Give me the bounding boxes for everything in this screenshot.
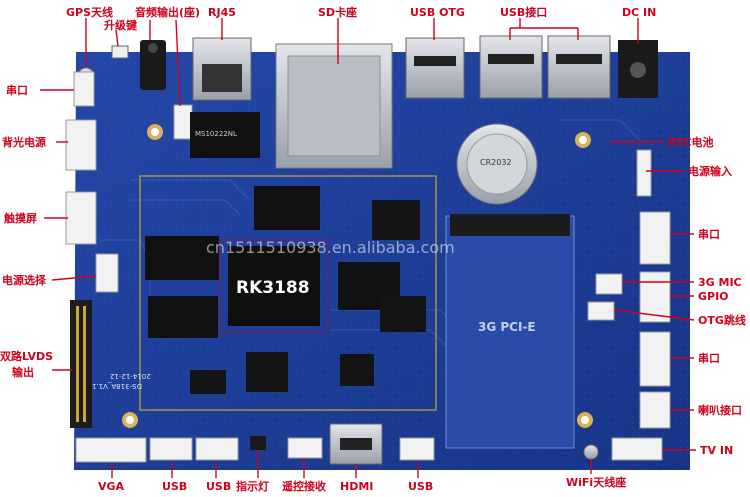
label-audio-out: 音频输出(座) [135,6,201,19]
leader-lines [40,18,696,478]
ir-receiver [287,437,323,459]
serial-connector-2 [639,211,671,265]
backlight-connector [65,119,97,171]
usb-port-1 [479,35,543,99]
label-usb-bottom-2: USB [206,480,232,493]
wifi-antenna-connector [583,444,599,460]
usb-header-2 [195,437,239,461]
label-serial-3: 串口 [698,352,720,365]
label-usb-bottom-1: USB [162,480,188,493]
audio-header [173,104,193,140]
date-label: 2014-12-12 [110,372,151,380]
label-gps-antenna: GPS天线 [66,6,114,19]
mount-hole [126,416,134,424]
ram-chip [145,236,219,280]
label-upgrade-key: 升级键 [104,19,137,32]
label-otg-jumper: OTG跳线 [698,314,746,327]
usb-header-3 [399,437,435,461]
label-backlight-power: 背光电源 [2,136,46,149]
touch-connector [65,191,97,245]
flash-chip [254,186,320,230]
label-usb-otg: USB OTG [410,6,465,19]
power-input-header [636,149,652,197]
ic-chip [340,354,374,386]
usb-header-1 [149,437,193,461]
ic-chip [380,296,426,332]
ic-chip [190,370,226,394]
speaker-connector [639,391,671,429]
ram-chip [148,296,218,338]
serial-connector-3 [639,331,671,387]
label-lvds-line1: 双路LVDS [0,350,54,363]
label-vga: VGA [98,480,125,493]
ic-chip [372,200,420,240]
mic-connector [595,273,623,295]
model-label: DS-318A_V1.1 [92,382,142,390]
label-ir-receiver: 遥控接收 [282,480,326,493]
label-rj45: RJ45 [208,6,236,19]
label-touchscreen: 触摸屏 [4,212,37,225]
ic-chip [246,352,288,392]
indicator-led [250,436,266,450]
otg-jumper [587,301,615,321]
pcie-slot [445,215,575,449]
tv-in-connector [611,437,663,461]
label-gpio: GPIO [698,290,729,303]
label-rtc-battery: RTC电池 [668,136,714,149]
lvds-header [70,300,92,428]
pcie-label: 3G PCI-E [478,320,536,334]
usb-port-2 [547,35,611,99]
audio-jack [140,40,166,90]
soc-label: RK3188 [236,278,310,298]
label-wifi-antenna: WiFi天线座 [566,476,627,489]
usb-otg-port [405,37,465,99]
label-usb-ports: USB接口 [500,6,548,19]
mount-hole [581,416,589,424]
label-hdmi: HDMI [340,480,374,493]
label-indicator-led: 指示灯 [236,480,269,493]
watermark: cn1511510938.en.alibaba.com [206,238,455,257]
label-dc-in: DC IN [622,6,657,19]
soc-chip [228,246,320,326]
label-sd-slot: SD卡座 [318,6,358,19]
label-usb-bottom-3: USB [408,480,434,493]
power-select-header [95,253,119,293]
serial-connector-1 [73,71,95,107]
mount-hole [151,128,159,136]
label-power-select: 电源选择 [2,274,46,287]
eth-module-label: MS10222NL [195,130,237,138]
label-power-input: 电源输入 [688,165,732,178]
label-speaker: 喇叭接口 [698,404,742,417]
label-lvds-line2: 输出 [12,366,34,379]
mount-hole [579,136,587,144]
vga-connector [75,437,147,463]
upgrade-button [111,45,129,59]
battery-label: CR2032 [480,158,512,167]
label-serial-2: 串口 [698,228,720,241]
label-tv-in: TV IN [700,444,734,457]
label-serial-1: 串口 [6,84,28,97]
ethernet-module [190,112,260,158]
label-3g-mic: 3G MIC [698,276,742,289]
